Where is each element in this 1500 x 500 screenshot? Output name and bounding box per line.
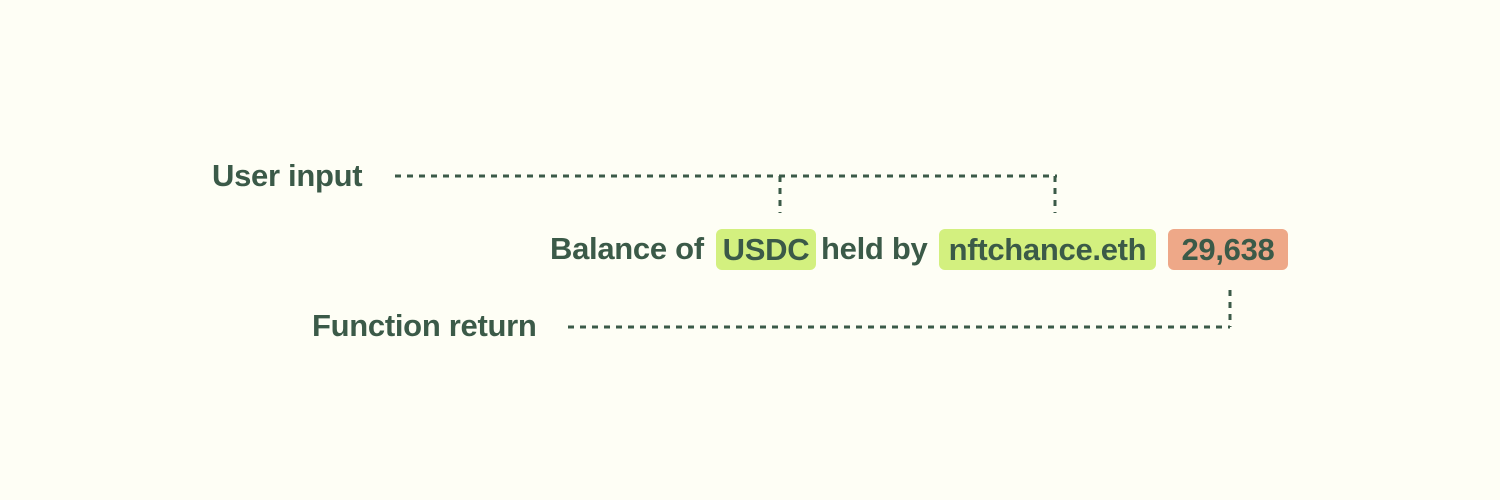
result-output-chip: 29,638 <box>1168 229 1288 270</box>
sentence-prefix: Balance of <box>550 231 704 266</box>
sentence-middle: held by <box>821 231 928 266</box>
function-return-label: Function return <box>312 308 537 343</box>
token-input-chip: USDC <box>716 229 816 270</box>
user-input-label: User input <box>212 158 363 193</box>
address-input-chip: nftchance.eth <box>939 229 1156 270</box>
